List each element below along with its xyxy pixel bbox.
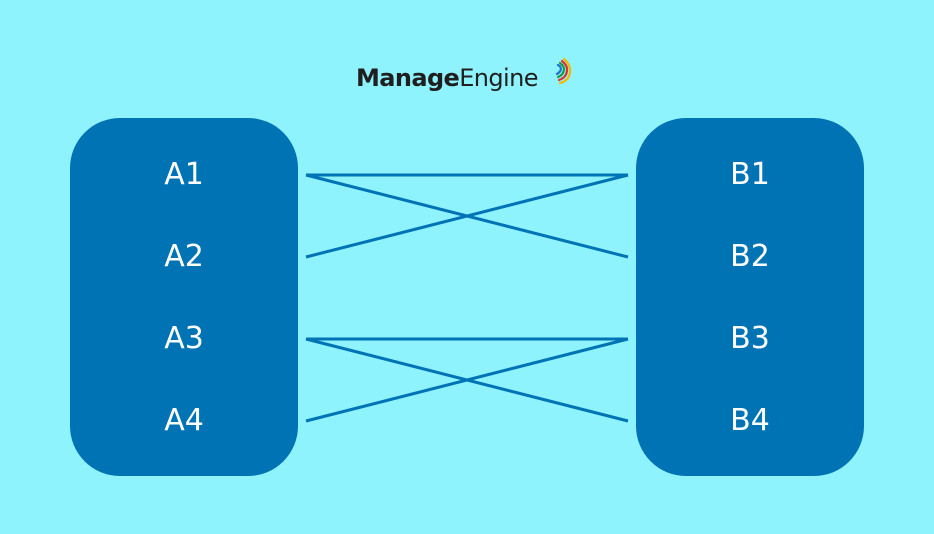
group-b-box bbox=[636, 118, 864, 476]
link-a2-b1 bbox=[305, 173, 629, 259]
node-a2: A2 bbox=[164, 239, 204, 274]
link-layer bbox=[305, 173, 629, 423]
node-b2: B2 bbox=[730, 239, 770, 274]
group-a-box bbox=[70, 118, 298, 476]
manageengine-logo: ManageEngine bbox=[356, 57, 572, 98]
node-a1: A1 bbox=[164, 157, 204, 192]
node-b3: B3 bbox=[730, 321, 770, 356]
link-a4-b3 bbox=[305, 337, 629, 423]
node-a4: A4 bbox=[164, 403, 204, 438]
logo-brand-light: Engine bbox=[459, 64, 538, 92]
node-b4: B4 bbox=[730, 403, 770, 438]
logo-wordmark: ManageEngine bbox=[356, 66, 538, 90]
manageengine-arc-icon bbox=[555, 57, 572, 85]
logo-brand-bold: Manage bbox=[356, 64, 460, 92]
node-a3: A3 bbox=[164, 321, 204, 356]
node-b1: B1 bbox=[730, 157, 770, 192]
